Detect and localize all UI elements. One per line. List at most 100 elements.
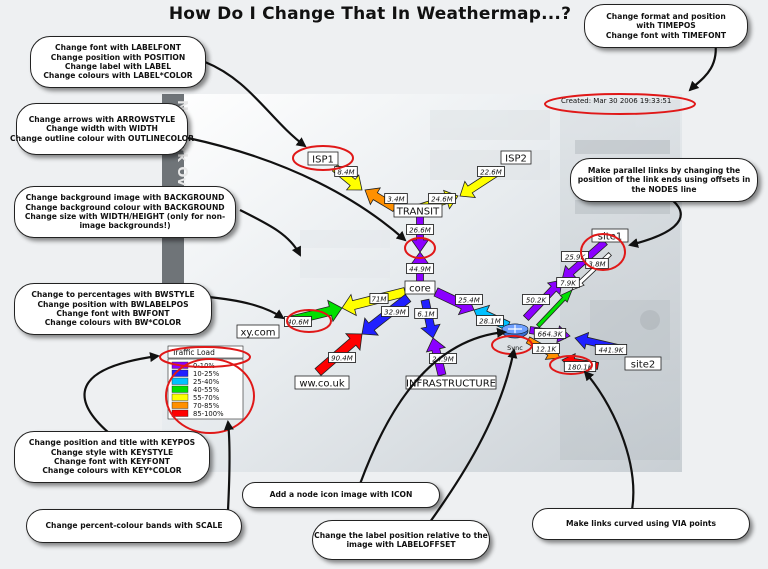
- callout-icon: Add a node icon image with ICON: [242, 482, 440, 508]
- bandwidth-label: 24.9M: [429, 353, 457, 364]
- callout-line: Change the label position relative to th…: [314, 530, 488, 540]
- bandwidth-label: 28.1M: [476, 315, 504, 326]
- pointer-arrow: [358, 327, 507, 485]
- bandwidth-label: 22.6M: [477, 166, 505, 177]
- node-infra: INFRASTRUCTURE: [405, 375, 497, 390]
- callout-line: Change position with POSITION: [50, 52, 186, 62]
- callout-line: Change font with TIMEFONT: [605, 30, 727, 40]
- svg-text:32.9M: 32.9M: [384, 309, 406, 317]
- highlight-ring: [404, 237, 436, 259]
- highlight-ring: [286, 309, 332, 333]
- callout-line: the NODES line: [631, 184, 697, 194]
- bandwidth-label: 6.1M: [414, 308, 438, 319]
- callout-line: Change outline colour with OUTLINECOLOR: [10, 133, 194, 143]
- legend-band: 40-55%: [171, 385, 220, 394]
- node-transit: TRANSIT: [393, 203, 443, 218]
- page-title: How Do I Change That In Weathermap...?: [168, 4, 572, 24]
- bandwidth-label: 90.4M: [328, 352, 356, 363]
- svg-text:25.4M: 25.4M: [458, 297, 480, 305]
- bandwidth-label: 24.6M: [428, 193, 456, 204]
- legend-band: 70-85%: [171, 401, 220, 410]
- callout-line: Change label with LABEL: [64, 62, 172, 71]
- highlight-ring: [544, 93, 696, 115]
- node-isp2: ISP2: [500, 150, 532, 165]
- svg-text:3.8M: 3.8M: [588, 261, 605, 269]
- pointer-arrow: [583, 370, 635, 511]
- callout-line: Change position and title with KEYPOS: [28, 438, 196, 448]
- svg-text:ISP1: ISP1: [312, 155, 334, 166]
- svg-text:8.4M: 8.4M: [337, 169, 354, 177]
- node-site2: site2: [624, 356, 662, 371]
- node-isp1: ISP1: [307, 151, 339, 166]
- bandwidth-label: 25.4M: [455, 294, 483, 305]
- svg-text:3.4M: 3.4M: [387, 196, 404, 204]
- svg-text:22.6M: 22.6M: [480, 169, 502, 177]
- svg-text:12.1K: 12.1K: [536, 346, 558, 354]
- pointer-arrows: [83, 39, 717, 523]
- callout-line: Change format and position: [606, 11, 726, 21]
- svg-text:71M: 71M: [372, 296, 387, 304]
- svg-text:44.9M: 44.9M: [409, 266, 431, 274]
- bandwidth-label: 3.4M: [384, 193, 408, 204]
- callout-line: position of the link ends using offsets …: [577, 175, 751, 185]
- svg-text:25-40%: 25-40%: [193, 378, 220, 386]
- svg-text:90.4M: 90.4M: [331, 355, 353, 363]
- svg-text:85-100%: 85-100%: [193, 410, 224, 418]
- node-sync-label: Sync: [507, 344, 523, 352]
- svg-text:ISP2: ISP2: [505, 154, 527, 165]
- callout-scale: Change percent-colour bands with SCALE: [26, 509, 242, 543]
- highlight-ring: [292, 145, 354, 171]
- pointer-arrow: [223, 420, 234, 511]
- callout-line: Make links curved using VIA points: [565, 519, 717, 529]
- callout-line: Change size with WIDTH/HEIGHT (only for …: [24, 212, 226, 221]
- legend-band: 55-70%: [171, 393, 220, 402]
- created-timestamp: Created: Mar 30 2006 19:33:51: [561, 97, 671, 105]
- bandwidth-label: 441.9K: [594, 344, 628, 355]
- bandwidth-label: 44.9M: [406, 263, 434, 274]
- callout-line: Change colours with BW*COLOR: [44, 318, 182, 328]
- callout-labeloffset: Change the label position relative to th…: [312, 520, 490, 560]
- callout-line: Change width with WIDTH: [46, 124, 158, 134]
- callout-line: Change background colour with BACKGROUND: [25, 202, 225, 212]
- svg-text:28.1M: 28.1M: [479, 318, 501, 326]
- bandwidth-label: 664.3K: [533, 328, 567, 339]
- callout-line: Change colours with KEY*COLOR: [42, 466, 182, 476]
- svg-text:10-25%: 10-25%: [193, 370, 220, 378]
- svg-text:24.6M: 24.6M: [431, 196, 453, 204]
- bandwidth-label: 32.9M: [381, 306, 409, 317]
- callout-line: image with LABELOFFSET: [346, 540, 456, 549]
- callout-via: Make links curved using VIA points: [532, 508, 750, 540]
- svg-text:25.9K: 25.9K: [565, 254, 587, 262]
- pointer-arrow: [239, 209, 301, 257]
- svg-text:ww.co.uk: ww.co.uk: [299, 379, 345, 390]
- bandwidth-label: 12.1K: [532, 343, 560, 354]
- svg-text:40-55%: 40-55%: [193, 386, 220, 394]
- highlight-ring: [165, 358, 255, 434]
- bandwidth-label: 180.1K: [563, 361, 597, 372]
- bandwidth-label: 7.9K: [556, 277, 580, 288]
- callout-line: Change colours with LABEL*COLOR: [43, 71, 193, 81]
- svg-text:7.9K: 7.9K: [560, 280, 577, 288]
- callout-line: Change font with LABELFONT: [55, 43, 181, 53]
- svg-text:site1: site1: [598, 232, 622, 243]
- node-core: core: [404, 280, 436, 295]
- bandwidth-label: 71M: [369, 293, 389, 304]
- pointer-arrow: [187, 136, 407, 242]
- legend-key: Traffic Load0-10%10-25%25-40%40-55%55-70…: [167, 345, 244, 420]
- svg-text:55-70%: 55-70%: [193, 394, 220, 402]
- pointer-arrow: [207, 295, 285, 320]
- node-xy: xy.com: [236, 324, 280, 339]
- svg-text:24.9M: 24.9M: [432, 356, 454, 364]
- link-site1-c: [535, 289, 573, 328]
- legend-title: Traffic Load: [171, 348, 215, 357]
- svg-text:6.1M: 6.1M: [417, 311, 434, 319]
- callout-line: Change position with BWLABELPOS: [37, 299, 189, 309]
- callout-line: Change style with KEYSTYLE: [50, 447, 174, 457]
- link-isp1-b: [364, 187, 398, 212]
- callout-line: Change to percentages with BWSTYLE: [31, 290, 195, 300]
